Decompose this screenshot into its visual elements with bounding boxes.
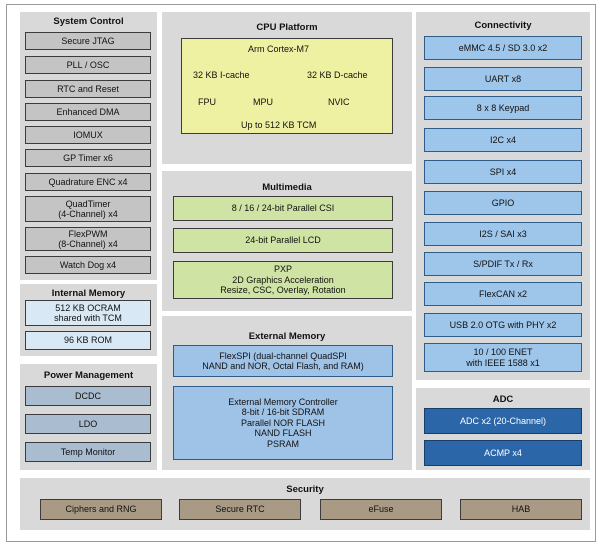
enhanced-dma-block: Enhanced DMA: [25, 103, 151, 121]
temp-monitor-block: Temp Monitor: [25, 442, 151, 462]
system-control-title: System Control: [53, 16, 124, 27]
flexpwm-block: FlexPWM (8-Channel) x4: [25, 227, 151, 251]
gpio-block: GPIO: [424, 191, 582, 215]
ciphers-rng-block: Ciphers and RNG: [40, 499, 162, 520]
ocram-block: 512 KB OCRAM shared with TCM: [25, 300, 151, 326]
icache-label: 32 KB I-cache: [193, 70, 250, 80]
security-title: Security: [286, 484, 324, 495]
mpu-label: MPU: [253, 97, 273, 107]
pll-osc-block: PLL / OSC: [25, 56, 151, 74]
cortex-m7-core: [181, 38, 393, 134]
hab-block: HAB: [460, 499, 582, 520]
emmc-sd-block: eMMC 4.5 / SD 3.0 x2: [424, 36, 582, 60]
efuse-block: eFuse: [320, 499, 442, 520]
rtc-reset-block: RTC and Reset: [25, 80, 151, 98]
flexcan-block: FlexCAN x2: [424, 282, 582, 306]
cpu-platform-title: CPU Platform: [256, 22, 318, 33]
adc-block: ADC x2 (20-Channel): [424, 408, 582, 434]
i2c-block: I2C x4: [424, 128, 582, 152]
quadrature-enc-block: Quadrature ENC x4: [25, 173, 151, 191]
flexspi-block: FlexSPI (dual-channel QuadSPI NAND and N…: [173, 345, 393, 377]
fpu-label: FPU: [198, 97, 216, 107]
ldo-block: LDO: [25, 414, 151, 434]
parallel-csi-block: 8 / 16 / 24-bit Parallel CSI: [173, 196, 393, 221]
external-memory-title: External Memory: [248, 331, 326, 342]
quadtimer-block: QuadTimer (4-Channel) x4: [25, 196, 151, 222]
connectivity-title: Connectivity: [474, 20, 532, 31]
pxp-block: PXP 2D Graphics Acceleration Resize, CSC…: [173, 261, 393, 299]
iomux-block: IOMUX: [25, 126, 151, 144]
dcache-label: 32 KB D-cache: [307, 70, 368, 80]
enet-block: 10 / 100 ENET with IEEE 1588 x1: [424, 343, 582, 372]
gp-timer-block: GP Timer x6: [25, 149, 151, 167]
tcm-label: Up to 512 KB TCM: [241, 120, 317, 130]
nvic-label: NVIC: [328, 97, 350, 107]
acmp-block: ACMP x4: [424, 440, 582, 466]
core-label: Arm Cortex-M7: [248, 44, 310, 54]
power-management-title: Power Management: [43, 370, 134, 381]
external-memory-controller-block: External Memory Controller 8-bit / 16-bi…: [173, 386, 393, 460]
adc-title: ADC: [492, 394, 514, 405]
keypad-block: 8 x 8 Keypad: [424, 96, 582, 120]
watch-dog-block: Watch Dog x4: [25, 256, 151, 274]
spdif-block: S/PDIF Tx / Rx: [424, 252, 582, 276]
spi-block: SPI x4: [424, 160, 582, 184]
usb-otg-block: USB 2.0 OTG with PHY x2: [424, 313, 582, 337]
internal-memory-title: Internal Memory: [51, 288, 126, 299]
multimedia-title: Multimedia: [262, 182, 312, 193]
parallel-lcd-block: 24-bit Parallel LCD: [173, 228, 393, 253]
secure-rtc-block: Secure RTC: [179, 499, 301, 520]
uart-block: UART x8: [424, 67, 582, 91]
rom-block: 96 KB ROM: [25, 331, 151, 350]
i2s-sai-block: I2S / SAI x3: [424, 222, 582, 246]
dcdc-block: DCDC: [25, 386, 151, 406]
secure-jtag-block: Secure JTAG: [25, 32, 151, 50]
